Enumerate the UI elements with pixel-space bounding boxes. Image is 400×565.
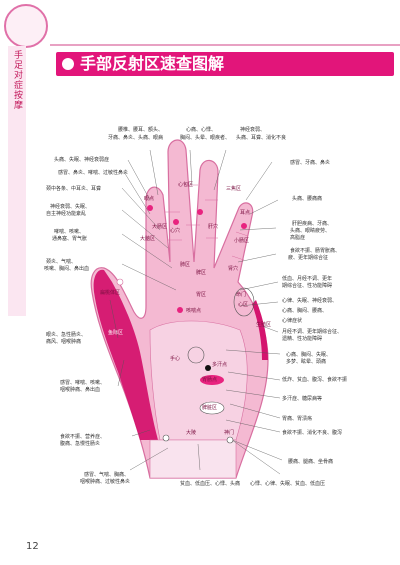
zone-daling: 大陵 (186, 430, 197, 436)
label-left-9b: 腹痛、急慢性肠炎 (60, 441, 101, 447)
label-right-3b: 头痛、眼睛疲劳、 (290, 228, 331, 234)
label-top-3b: 头痛、耳聋、消化不良 (236, 135, 287, 141)
label-right-9: 低炸、贫血、腹泻、食欲不振 (282, 377, 348, 383)
zone-weichang: 胃肠点 (202, 377, 218, 383)
label-top-2: 心痛、心悸、 (186, 127, 217, 133)
point-kidney (241, 223, 247, 229)
label-left-8b: 咽喉肿痛、鼻出血 (60, 387, 101, 393)
label-right-5b: 期综合征、性功能障碍 (282, 283, 333, 289)
page-title: 手部反射区速查图解 (80, 54, 225, 73)
label-left-6b: 咳嗽、胸闷、鼻出血 (44, 266, 90, 272)
label-left-5b: 通鼻塞、胃气胀 (52, 236, 88, 242)
zone-xinqu: 心区 (238, 302, 249, 308)
label-right-3c: 高脂症 (290, 235, 306, 241)
zone-pi: 脾区 (196, 270, 207, 276)
label-right-7a: 月经不调、更年期综合征、 (282, 329, 343, 335)
zone-wei: 胃区 (196, 292, 207, 298)
label-right-5a: 低血、月经不调、更年 (282, 276, 333, 282)
label-left-8a: 感冒、哮喘、咳嗽、 (60, 380, 106, 386)
label-left-5a: 哮喘、咳嗽、 (54, 229, 85, 235)
side-section-label: 手足对症按摩 (12, 50, 22, 110)
label-left-10b: 咽喉肿痛、过敏性鼻炎 (80, 479, 131, 485)
label-right-8b: 多梦、眩晕、頭痛 (286, 359, 327, 365)
label-right-4a: 食欲不振、肠胃胀痛、 (290, 248, 341, 254)
point-cough (177, 307, 183, 313)
title-bar (56, 52, 394, 76)
label-top-3: 神经衰弱、 (240, 127, 266, 133)
label-left-9a: 食欲不振、营养症、 (60, 434, 106, 440)
label-left-10a: 感冒、气喘、胸痛、 (84, 472, 130, 478)
label-left-6a: 颈炎、气喘、 (46, 259, 77, 265)
label-right-6a: 心律、失眠、神经衰弱、 (282, 298, 338, 304)
zone-xin: 心穴 (170, 228, 181, 234)
zone-erjian: 扁桃体区 (100, 290, 121, 296)
point-heart (173, 219, 179, 225)
zone-mingmen: 命门 (236, 292, 247, 298)
page-number: 12 (26, 541, 39, 552)
label-top-2b: 胸闷、头晕、眼疾者、 (180, 135, 231, 141)
zone-heart: 心包区 (178, 182, 194, 188)
spleen-zone (199, 401, 225, 415)
point-liver (197, 209, 203, 215)
point-thumb (116, 278, 124, 286)
zone-gan: 肝穴 (208, 224, 219, 230)
label-right-10: 多汗症、糖尿病等 (282, 396, 323, 402)
label-right-6b: 心痛、胸闷、腰痛、 (282, 308, 328, 314)
corner-decoration (4, 4, 48, 48)
label-right-6c: 心律症状 (282, 318, 303, 324)
label-left-4b: 自主神经功能紊乱 (46, 211, 87, 217)
label-right-3a: 肝胆疾病、牙痛、 (292, 221, 333, 227)
point-wrist-left (162, 434, 170, 442)
zone-yuji: 鱼际区 (108, 330, 124, 336)
top-bar (0, 0, 400, 46)
label-top-1b: 牙痛、鼻炎、头痛、眼病 (108, 135, 164, 141)
label-bottom-1: 贫血、低血压、心悸、头痛 (180, 481, 241, 487)
palm-ring (187, 346, 205, 364)
zone-xiaochang: 小肠区 (234, 238, 250, 244)
label-right-2: 头痛、腰痛痛 (292, 196, 323, 202)
top-divider (50, 44, 400, 46)
label-right-1: 感冒、牙痛、鼻炎 (290, 160, 331, 166)
label-right-8a: 心痛、胸闷、失眠、 (286, 352, 332, 358)
label-left-7a: 眼炎、急性肠炎、 (46, 332, 87, 338)
zone-ear: 耳点 (240, 210, 251, 216)
zone-shengzhi: 生殖区 (256, 322, 272, 328)
point-sweat (205, 365, 211, 371)
zone-kuan: 咳喘点 (186, 308, 202, 314)
zone-duoxue: 多汗点 (212, 362, 228, 368)
label-bottom-2: 心悸、心律、失眠、贫血、低血压 (250, 481, 326, 487)
label-left-1: 头痛、失眠、神经衰弱症 (54, 157, 110, 163)
label-left-7b: 痛风、咽喉肿痛 (46, 339, 82, 345)
zone-pizang: 脾脏区 (202, 405, 218, 411)
title-bullet-icon (62, 58, 74, 70)
side-tab (8, 46, 26, 316)
zone-eye: 眼点 (144, 196, 155, 202)
label-right-11: 胃痛、胃溃疡 (282, 416, 313, 422)
point-wrist-right (226, 436, 234, 444)
stomach-zone (200, 375, 224, 385)
label-left-4a: 神经衰弱、失眠、 (50, 204, 91, 210)
label-right-13: 腰痛、腿痛、坐骨痛 (288, 459, 334, 465)
zone-shenxi: 神门 (224, 430, 235, 436)
label-left-3: 颈中各条、中耳炎、耳聋 (46, 186, 102, 192)
label-top-1: 腰椎、腰耳、额头、 (118, 127, 164, 133)
zone-big-brain: 大脑区 (140, 236, 156, 242)
finger-creases (165, 184, 249, 261)
reflex-points (116, 205, 255, 444)
zone-fei: 肺区 (180, 262, 191, 268)
point-eye (147, 205, 153, 211)
label-right-12: 食欲不振、消化不良、腹泻 (282, 430, 343, 436)
label-right-4b: 疲、更年期综合征 (288, 255, 329, 261)
leader-lines (109, 149, 283, 475)
label-left-2: 感冒、鼻炎、哮喘、过敏性鼻炎 (58, 170, 129, 176)
heart-zone-ring (233, 287, 255, 317)
label-right-7b: 遗精、性功能障碍 (282, 336, 323, 342)
zone-shen: 肾穴 (228, 266, 239, 272)
zone-dachang: 大肠区 (152, 224, 168, 230)
zone-shou: 手心 (170, 356, 181, 362)
zone-sanjiao: 三焦区 (226, 186, 242, 192)
